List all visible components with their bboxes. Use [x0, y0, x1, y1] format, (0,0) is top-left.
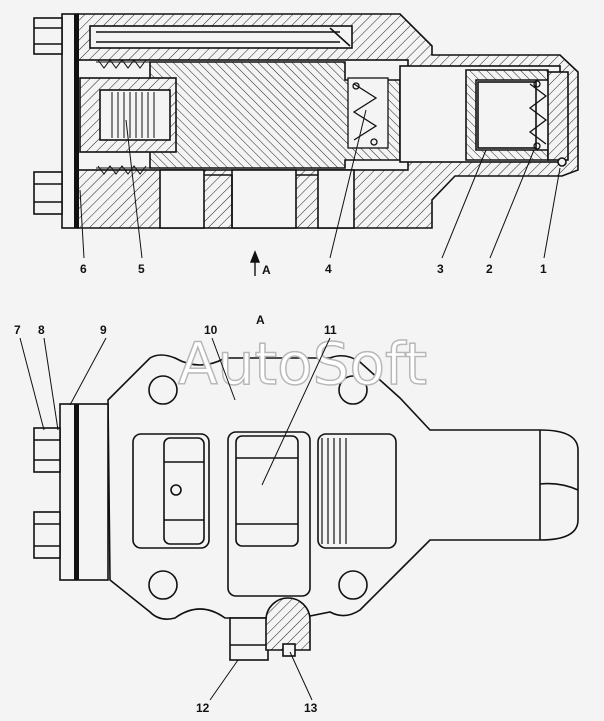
leader-lines-bottom: [19, 337, 331, 701]
section-view: [33, 13, 579, 229]
right-spring: [528, 80, 548, 150]
bottom-boss: [229, 617, 269, 661]
callout-11: 11: [324, 323, 337, 337]
port-middle: [227, 431, 311, 597]
thread-band-top: [97, 59, 147, 69]
callout-3: 3: [437, 262, 444, 276]
bolt-lower: [33, 511, 61, 559]
callout-13: 13: [304, 701, 318, 715]
callout-5: 5: [138, 262, 145, 276]
hole-top-right: [338, 375, 368, 405]
callout-10: 10: [204, 323, 218, 337]
watermark: AutoSoft: [178, 330, 427, 398]
bolt-head-top: [33, 17, 63, 55]
callout-12: 12: [196, 701, 210, 715]
hole-bottom-left: [148, 570, 178, 600]
hole-top-left: [148, 375, 178, 405]
callout-8: 8: [38, 323, 45, 337]
top-channel: [89, 25, 353, 49]
callout-4: 4: [325, 262, 332, 276]
view-a-title: A: [256, 313, 265, 327]
view-a: [33, 354, 579, 661]
bottom-plug: [265, 597, 311, 657]
middle-spring: [347, 77, 389, 149]
callout-2: 2: [486, 262, 493, 276]
thread-band-bottom: [97, 165, 147, 175]
port-left: [132, 433, 210, 549]
right-plug: [547, 71, 569, 161]
bolt-head-bottom: [33, 171, 63, 215]
leader-lines-top: [79, 109, 561, 259]
callout-7: 7: [14, 323, 21, 337]
view-a-arrow: [249, 250, 261, 276]
callout-1: 1: [540, 262, 547, 276]
hole-bottom-right: [338, 570, 368, 600]
callout-6: 6: [80, 262, 87, 276]
side-plate: [59, 403, 109, 581]
section-a-label: A: [262, 263, 271, 277]
valve-body-outline: [107, 354, 579, 620]
port-c: [317, 169, 355, 229]
port-a: [159, 169, 205, 229]
port-b: [231, 169, 297, 229]
callout-9: 9: [100, 323, 107, 337]
port-right-slotted: [317, 433, 397, 549]
bolt-upper: [33, 427, 61, 473]
